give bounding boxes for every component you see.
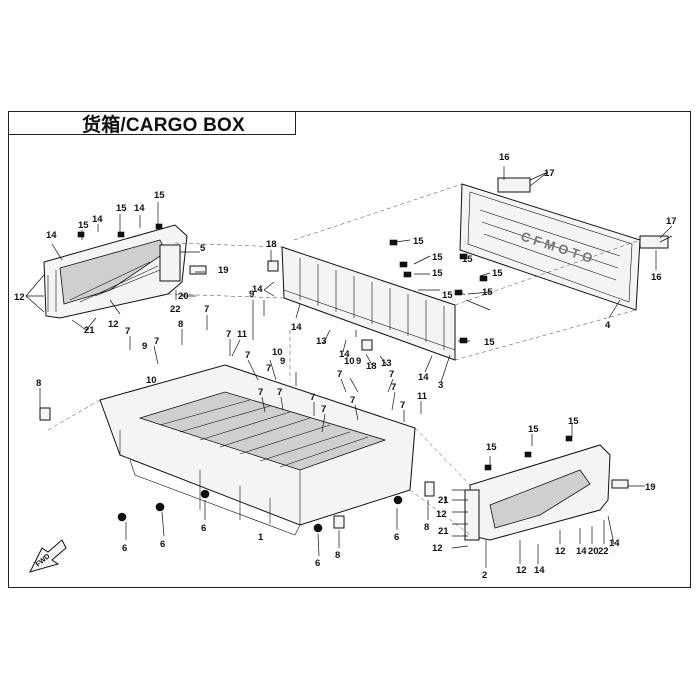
callout-part-7: 7 [350,395,355,406]
assembly-lines [47,183,641,537]
callout-part-14: 14 [291,322,302,333]
callout-part-4: 4 [605,320,611,331]
callout-part-15: 15 [492,268,503,279]
leader-lines [25,166,673,568]
callout-part-15: 15 [432,268,443,279]
callout-part-14: 14 [534,565,545,576]
callout-part-14: 14 [252,284,263,295]
callout-part-16: 16 [651,272,662,283]
callout-part-8: 8 [36,378,41,389]
callout-part-12: 12 [432,543,443,554]
callout-part-14: 14 [46,230,57,241]
callout-part-7: 7 [245,350,250,361]
callout-part-6: 6 [315,558,320,569]
callout-part-6: 6 [394,532,399,543]
callout-part-7: 7 [389,369,394,380]
callout-part-15: 15 [432,252,443,263]
callout-part-20: 20 [588,546,599,557]
callout-part-19: 19 [218,265,229,276]
callout-part-1: 1 [258,532,264,543]
callout-part-7: 7 [310,392,315,403]
fasteners [39,177,669,533]
callout-part-16: 16 [499,152,510,163]
callout-part-14: 14 [609,538,620,549]
callout-part-15: 15 [486,442,497,453]
part-callouts: 15 15 14 15 14 14 5 12 19 20 22 12 21 16… [14,152,677,581]
callout-part-5: 5 [200,243,206,254]
callout-part-11: 11 [237,329,248,340]
callout-part-9: 9 [280,356,285,367]
callout-part-13: 13 [316,336,327,347]
callout-part-15: 15 [484,337,495,348]
callout-part-21: 21 [84,325,95,336]
callout-part-10: 10 [272,347,283,358]
callout-part-7: 7 [391,382,396,393]
callout-part-15: 15 [528,424,539,435]
forward-direction-arrow: FWD [29,539,67,573]
callout-part-7: 7 [204,304,209,315]
callout-part-7: 7 [266,363,271,374]
callout-part-6: 6 [201,523,206,534]
callout-part-7: 7 [258,387,263,398]
callout-part-15: 15 [116,203,127,214]
callout-part-12: 12 [436,509,447,520]
callout-part-12: 12 [516,565,527,576]
callout-part-18: 18 [266,239,277,250]
callout-part-14: 14 [418,372,429,383]
callout-part-7: 7 [125,326,130,337]
callout-part-6: 6 [160,539,165,550]
callout-part-9: 9 [142,341,147,352]
callout-part-9: 9 [356,356,361,367]
callout-part-3: 3 [438,380,443,391]
cargo-box-tub [99,364,416,536]
callout-part-17: 17 [666,216,677,227]
callout-part-14: 14 [134,203,145,214]
callout-part-21: 21 [438,495,449,506]
callout-part-7: 7 [154,336,159,347]
callout-part-8: 8 [335,550,340,561]
title-box [8,111,296,135]
callout-part-7: 7 [400,400,405,411]
callout-part-14: 14 [576,546,587,557]
callout-part-12: 12 [14,292,25,303]
callout-part-15: 15 [568,416,579,427]
callout-part-10: 10 [344,356,355,367]
callout-part-22: 22 [170,304,181,315]
callout-part-7: 7 [226,329,231,340]
callout-part-12: 12 [555,546,566,557]
callout-part-15: 15 [413,236,424,247]
drawing-frame [8,111,691,588]
callout-part-18: 18 [366,361,377,372]
callout-part-15: 15 [462,254,473,265]
left-side-panel [43,224,188,319]
callout-part-15: 15 [482,287,493,298]
callout-part-15: 15 [154,190,165,201]
callout-part-12: 12 [108,319,119,330]
callout-part-11: 11 [417,391,428,402]
callout-part-8: 8 [424,522,429,533]
callout-part-15: 15 [442,290,453,301]
callout-part-13: 13 [381,358,392,369]
callout-part-7: 7 [337,369,342,380]
callout-part-15: 15 [78,220,89,231]
right-side-panel [464,444,611,541]
tailgate-outer-panel: C F M O T O [459,183,641,311]
callout-part-20: 20 [178,291,189,302]
callout-part-14: 14 [92,214,103,225]
callout-part-6: 6 [122,543,127,554]
callout-part-7: 7 [321,404,326,415]
callout-part-10: 10 [146,375,157,386]
callout-part-2: 2 [482,570,487,581]
callout-part-22: 22 [598,546,609,557]
callout-part-9: 9 [249,289,254,300]
callout-part-17: 17 [544,168,555,179]
callout-part-21: 21 [438,526,449,537]
callout-part-19: 19 [645,482,656,493]
callout-part-8: 8 [178,319,183,330]
callout-part-14: 14 [339,349,350,360]
callout-part-7: 7 [277,387,282,398]
page-title: 货箱/CARGO BOX [82,115,245,136]
